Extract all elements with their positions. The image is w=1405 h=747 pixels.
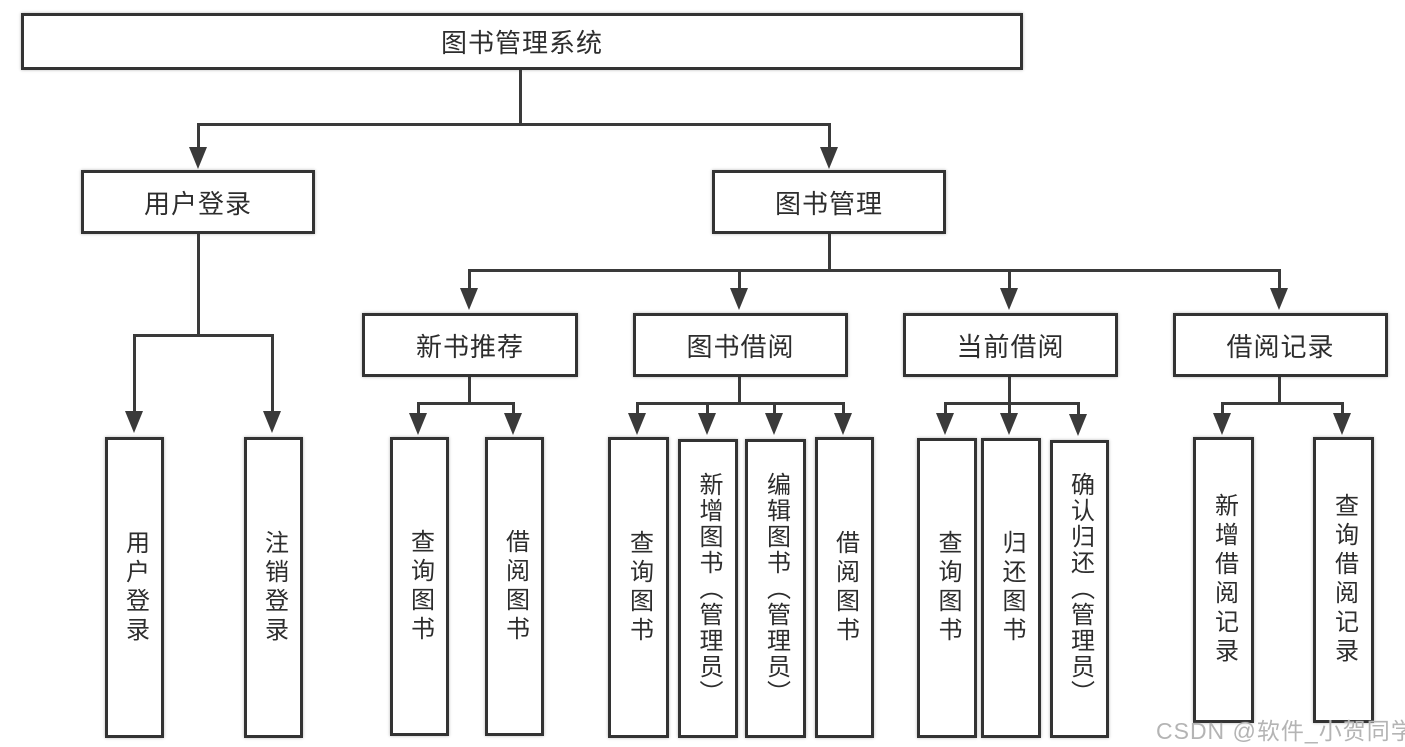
arrowhead-borrow-book-2-icon [834,413,852,435]
node-book-mgmt-label: 图书管理 [774,188,883,219]
node-leaf-borrow-book-2: 借阅图书 [815,437,874,738]
arrowhead-leaf-user-login-icon [125,411,143,433]
node-leaf-query-borrow-record-label: 查询借阅记录 [1330,493,1358,667]
connector-drop-return-book [1008,402,1011,415]
arrowhead-new-book-rec-icon [460,288,478,310]
node-leaf-return-book-label: 归还图书 [998,530,1025,646]
node-book-borrow-label: 图书借阅 [686,331,795,362]
arrowhead-borrow-records-icon [1270,288,1288,310]
connector-current-borrow-stem [1008,377,1011,405]
node-user-login: 用户登录 [81,170,315,234]
arrowhead-book-mgmt-icon [820,147,838,169]
connector-user-login-bar [133,334,274,337]
node-leaf-return-book: 归还图书 [981,438,1041,738]
node-leaf-query-book-3: 查询图书 [917,438,977,738]
connector-user-login-stem [197,234,200,337]
arrowhead-query-book-1-icon [409,413,427,435]
arrowhead-borrow-book-1-icon [504,413,522,435]
arrowhead-add-borrow-record-icon [1213,413,1231,435]
connector-new-book-rec-stem [468,377,471,405]
connector-book-borrow-stem [738,377,741,405]
node-borrow-records: 借阅记录 [1173,313,1388,377]
node-borrow-records-label: 借阅记录 [1226,331,1335,362]
node-leaf-logout: 注销登录 [244,437,303,738]
arrowhead-add-book-icon [698,413,716,435]
connector-drop-book-borrow [738,269,741,289]
node-leaf-edit-book-label: 编辑图书（管理员） [762,471,790,706]
node-leaf-logout-label: 注销登录 [260,529,288,646]
connector-drop-user-login [197,123,200,148]
node-leaf-borrow-book-2-label: 借阅图书 [831,529,859,646]
connector-drop-edit-book [773,402,776,415]
arrowhead-user-login-icon [189,147,207,169]
node-new-book-rec-label: 新书推荐 [415,331,524,362]
node-leaf-borrow-book-1-label: 借阅图书 [501,528,529,645]
node-leaf-add-borrow-record-label: 新增借阅记录 [1210,493,1238,667]
arrowhead-query-book-3-icon [936,413,954,435]
connector-borrow-records-bar [1221,402,1343,405]
connector-drop-borrow-book-1 [512,402,515,415]
connector-drop-query-borrow-record [1341,402,1344,415]
connector-drop-new-book-rec [468,269,471,289]
connector-drop-borrow-records [1278,269,1281,289]
node-leaf-query-book-1: 查询图书 [390,437,449,736]
connector-drop-leaf-logout [271,334,274,412]
connector-drop-query-book-1 [417,402,420,415]
connector-root-bar [197,123,831,126]
connector-borrow-records-stem [1278,377,1281,405]
arrowhead-leaf-logout-icon [263,411,281,433]
arrowhead-edit-book-icon [765,413,783,435]
node-current-borrow-label: 当前借阅 [956,331,1065,362]
node-root: 图书管理系统 [21,13,1023,70]
arrowhead-confirm-return-icon [1069,414,1087,436]
arrowhead-current-borrow-icon [1000,288,1018,310]
node-new-book-rec: 新书推荐 [362,313,578,377]
node-leaf-query-book-2-label: 查询图书 [625,529,653,646]
node-current-borrow: 当前借阅 [903,313,1118,377]
arrowhead-query-book-2-icon [628,413,646,435]
node-leaf-confirm-return: 确认归还（管理员） [1050,440,1109,738]
connector-drop-add-book [706,402,709,415]
connector-drop-current-borrow [1008,269,1011,289]
arrowhead-query-borrow-record-icon [1333,413,1351,435]
connector-book-borrow-bar [636,402,844,405]
connector-book-mgmt-stem [828,234,831,271]
connector-current-borrow-bar [944,402,1080,405]
node-leaf-add-book: 新增图书（管理员） [678,439,738,738]
connector-drop-borrow-book-2 [842,402,845,415]
node-leaf-edit-book: 编辑图书（管理员） [745,439,806,738]
connector-drop-query-book-3 [944,402,947,415]
node-leaf-add-book-label: 新增图书（管理员） [695,471,722,706]
node-book-mgmt: 图书管理 [712,170,946,234]
connector-drop-confirm-return [1077,402,1080,415]
node-leaf-user-login: 用户登录 [105,437,164,738]
connector-new-book-rec-bar [417,402,514,405]
node-leaf-borrow-book-1: 借阅图书 [485,437,544,736]
connector-drop-query-book-2 [636,402,639,415]
node-leaf-query-book-3-label: 查询图书 [934,530,961,646]
connector-root-stem [519,70,522,125]
csdn-watermark: CSDN @软件_小贺同学 [1156,718,1405,744]
node-leaf-query-borrow-record: 查询借阅记录 [1313,437,1374,723]
node-leaf-confirm-return-label: 确认归还（管理员） [1066,472,1094,706]
connector-drop-leaf-user-login [133,334,136,412]
node-leaf-add-borrow-record: 新增借阅记录 [1193,437,1254,723]
arrowhead-book-borrow-icon [730,288,748,310]
node-root-label: 图书管理系统 [440,28,603,58]
connector-book-mgmt-bar [468,269,1281,272]
node-leaf-query-book-1-label: 查询图书 [406,528,434,645]
connector-drop-add-borrow-record [1221,402,1224,415]
node-book-borrow: 图书借阅 [633,313,848,377]
node-user-login-label: 用户登录 [143,188,252,219]
connector-drop-book-mgmt [828,123,831,148]
node-leaf-query-book-2: 查询图书 [608,437,669,738]
arrowhead-return-book-icon [1000,413,1018,435]
node-leaf-user-login-label: 用户登录 [121,529,149,646]
